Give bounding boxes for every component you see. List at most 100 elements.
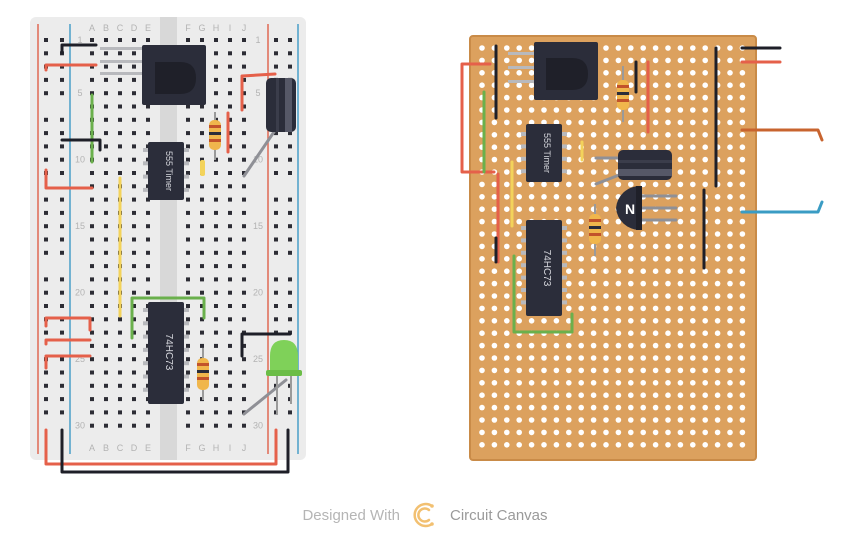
hole <box>200 224 204 229</box>
column-label: G <box>198 23 205 33</box>
hole <box>677 442 684 448</box>
hole <box>186 210 190 215</box>
hole <box>615 318 622 324</box>
hole <box>479 429 485 436</box>
hole <box>104 330 108 335</box>
hole <box>677 293 684 299</box>
hole <box>228 304 232 308</box>
rail-hole <box>44 157 48 162</box>
hole <box>553 107 560 113</box>
hole <box>578 218 584 225</box>
hole <box>677 144 684 150</box>
hole <box>640 255 646 262</box>
hole <box>702 355 708 361</box>
hole <box>690 107 696 113</box>
hole <box>603 70 609 76</box>
hole <box>504 268 510 275</box>
hole <box>640 380 646 386</box>
hole <box>553 429 560 436</box>
hole <box>677 181 684 188</box>
hole <box>727 194 733 200</box>
hole <box>228 330 232 335</box>
chip-pin <box>521 226 527 230</box>
rail-hole <box>60 210 64 215</box>
hole <box>739 181 746 188</box>
hole <box>479 206 485 212</box>
hole <box>727 392 733 399</box>
hole <box>578 255 584 262</box>
hole <box>566 442 572 448</box>
hole <box>603 169 609 175</box>
hole <box>242 423 246 428</box>
hole <box>146 224 150 229</box>
hole <box>665 243 671 250</box>
chip-pin <box>521 238 527 243</box>
hole <box>739 156 746 163</box>
hole <box>146 290 150 295</box>
chip-pin <box>183 334 189 339</box>
hole <box>228 131 232 136</box>
resistor <box>589 204 601 256</box>
hole <box>603 404 609 411</box>
hole <box>566 144 572 150</box>
chip-pin <box>521 275 527 280</box>
hole <box>242 184 246 189</box>
hole <box>628 255 634 262</box>
hole <box>578 367 584 374</box>
hole <box>566 392 572 399</box>
rail-hole <box>60 38 64 42</box>
hole <box>228 91 232 96</box>
hole <box>104 224 108 229</box>
hole <box>132 290 136 295</box>
hole <box>118 91 122 96</box>
hole <box>132 304 136 308</box>
hole <box>702 119 708 126</box>
hole <box>665 107 671 113</box>
hole <box>118 330 122 335</box>
stripboard-body <box>469 35 757 461</box>
hole <box>504 429 510 436</box>
hole <box>603 318 609 324</box>
row-number: 20 <box>75 288 85 298</box>
row-number: 15 <box>253 221 263 231</box>
hole <box>491 404 498 411</box>
hole <box>590 169 597 175</box>
rail-hole <box>60 304 64 308</box>
hole <box>566 132 572 138</box>
hole <box>228 410 232 415</box>
hole <box>677 194 684 200</box>
hole <box>714 280 721 287</box>
column-label: G <box>198 443 205 453</box>
stripboard <box>469 35 757 461</box>
hole <box>665 318 671 324</box>
hole <box>214 423 218 428</box>
hole <box>132 171 136 175</box>
hole <box>504 442 510 448</box>
hole <box>214 38 218 42</box>
hole <box>640 442 646 448</box>
rail-hole <box>60 250 64 255</box>
hole <box>640 355 646 361</box>
hole <box>491 330 498 337</box>
hole <box>90 250 94 255</box>
hole <box>214 357 218 362</box>
hole <box>714 442 721 448</box>
hole <box>479 82 485 88</box>
hole <box>541 367 547 374</box>
hole <box>90 343 94 348</box>
hole <box>516 181 522 188</box>
hole <box>603 342 609 349</box>
hole <box>228 104 232 109</box>
hole <box>479 342 485 349</box>
hole <box>491 218 498 225</box>
hole <box>652 429 659 436</box>
hole <box>727 181 733 188</box>
hole <box>702 156 708 163</box>
hole <box>228 64 232 69</box>
hole <box>739 442 746 448</box>
hole <box>677 243 684 250</box>
hole <box>590 318 597 324</box>
hole <box>186 171 190 175</box>
chip-pin <box>183 361 189 366</box>
hole <box>578 194 584 200</box>
